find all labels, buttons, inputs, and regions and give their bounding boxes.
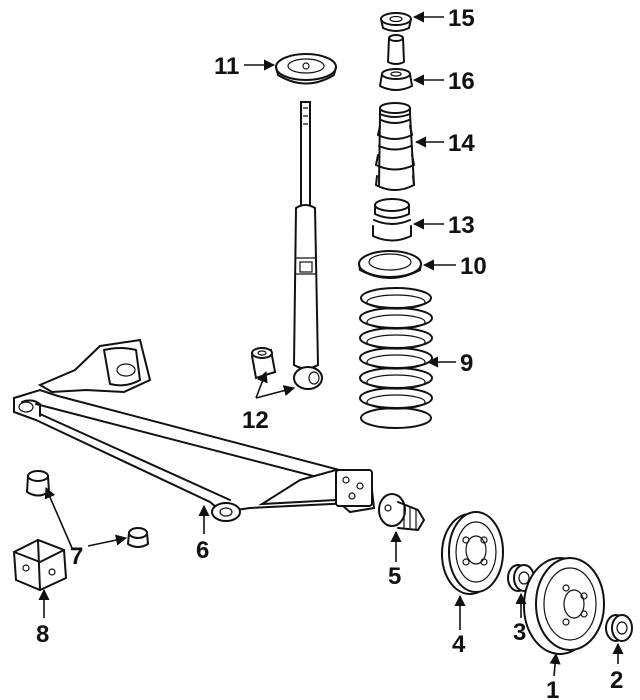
callout-4: 4: [452, 631, 466, 658]
leader-lines: [38, 11, 624, 677]
callout-2: 2: [610, 667, 623, 694]
callout-8: 8: [36, 621, 49, 648]
part-8-bracket: [12, 538, 68, 592]
callout-7: 7: [70, 543, 83, 570]
part-13-lower-bumper: [372, 198, 412, 242]
callout-6: 6: [196, 537, 209, 564]
part-6-axle-beam: [13, 338, 376, 522]
part-2-outer-bearing: [605, 614, 633, 642]
part-1-brake-drum: [523, 557, 605, 655]
callout-13: 13: [448, 212, 475, 239]
part-11-upper-mount: [275, 53, 337, 85]
part-9-coil-spring: [359, 287, 433, 429]
part-16-mount-bushing: [379, 68, 413, 91]
callout-10: 10: [460, 253, 487, 280]
callout-11: 11: [214, 53, 239, 80]
callout-1: 1: [546, 677, 559, 700]
callout-15: 15: [448, 5, 475, 32]
part-5-stub-axle: [378, 493, 425, 531]
shock-absorber: [292, 101, 323, 390]
part-10-spring-seat: [358, 250, 422, 279]
part-7-bushings: [26, 470, 149, 548]
part-15-bump-cap: [380, 12, 412, 32]
callout-12: 12: [242, 407, 269, 434]
callout-16: 16: [448, 68, 475, 95]
part-12-bushing: [250, 347, 277, 380]
callout-5: 5: [388, 563, 401, 590]
bump-stop-tube: [387, 34, 405, 65]
callout-9: 9: [460, 350, 473, 377]
part-14-bump-stop: [375, 102, 415, 191]
part-4-backing-plate: [441, 511, 504, 595]
callout-14: 14: [448, 130, 475, 157]
callout-3: 3: [513, 619, 526, 646]
